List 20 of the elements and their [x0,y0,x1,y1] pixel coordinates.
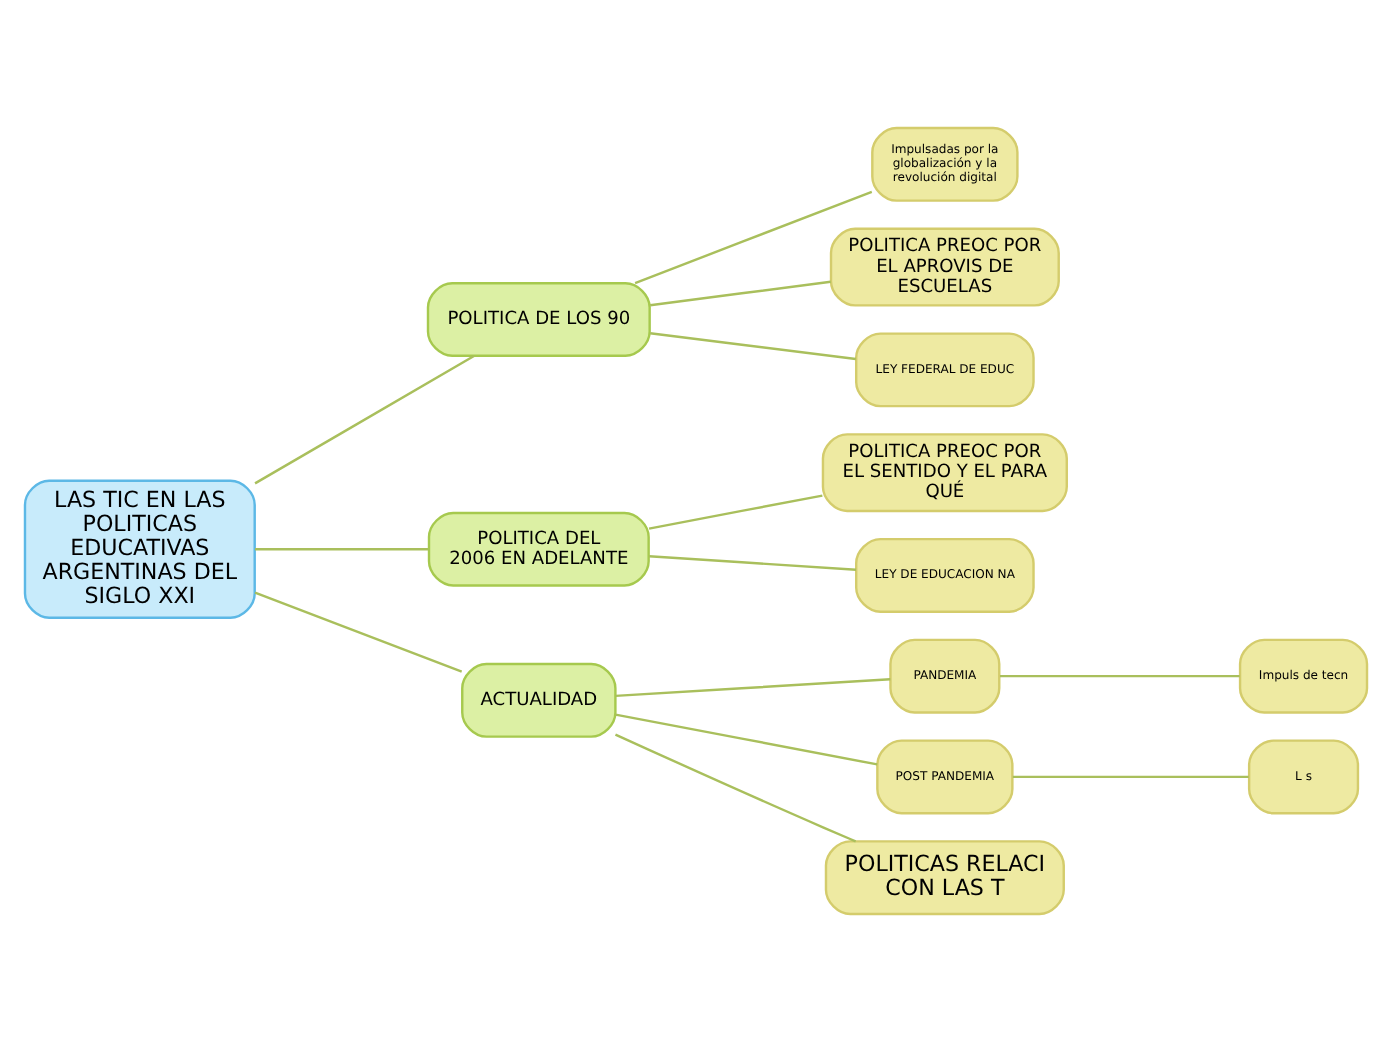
node-box: ACTUALIDAD [461,661,617,737]
connector [255,547,429,550]
node-box: POLITICAS RELACI CON LAS T [824,839,1065,915]
connector [615,712,878,765]
node-box: POLITICA DEL 2006 EN ADELANTE [427,510,650,586]
connector [1012,774,1249,778]
connector [634,189,873,284]
node-box: POLITICA DE LOS 90 [426,281,651,356]
connector [614,732,857,842]
connector [999,673,1240,677]
connector [648,493,823,529]
connector [254,354,475,484]
connector [650,331,856,360]
connector [650,279,831,306]
connector [615,677,891,697]
connector [649,554,857,570]
node-box: POLITICA PREOC POR EL SENTIDO Y EL PARA QUÉ [821,432,1068,512]
node-box: LAS TIC EN LAS POLITICAS EDUCATIVAS ARGENTINAS DEL SIGLO XXI [23,478,256,618]
node-box: POLITICA PREOC POR EL APROVIS DE ESCUELAS [829,226,1060,306]
connector [254,590,463,672]
